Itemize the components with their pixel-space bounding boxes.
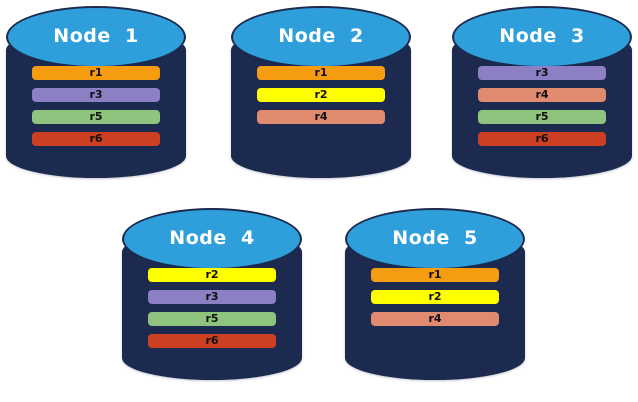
database-node-2[interactable]: Node 2 r1 r2 r4 bbox=[231, 6, 411, 184]
replica-bar[interactable]: r5 bbox=[32, 110, 160, 124]
replica-bar[interactable]: r5 bbox=[478, 110, 606, 124]
replica-bar[interactable]: r1 bbox=[257, 66, 385, 80]
node-title: Node 3 bbox=[499, 25, 585, 47]
cylinder-top bbox=[345, 208, 525, 270]
database-node-3[interactable]: Node 3 r3 r4 r5 r6 bbox=[452, 6, 632, 184]
replica-bar[interactable]: r4 bbox=[371, 312, 499, 326]
replica-bar[interactable]: r1 bbox=[371, 268, 499, 282]
replica-bar[interactable]: r4 bbox=[257, 110, 385, 124]
replica-bar[interactable]: r6 bbox=[148, 334, 276, 348]
replica-bar[interactable]: r3 bbox=[478, 66, 606, 80]
cylinder-top bbox=[231, 6, 411, 68]
replica-list: r1 r2 r4 bbox=[345, 268, 525, 334]
replica-bar[interactable]: r3 bbox=[148, 290, 276, 304]
replica-bar[interactable]: r2 bbox=[257, 88, 385, 102]
replica-bar[interactable]: r3 bbox=[32, 88, 160, 102]
replica-list: r3 r4 r5 r6 bbox=[452, 66, 632, 154]
database-node-4[interactable]: Node 4 r2 r3 r5 r6 bbox=[122, 208, 302, 386]
replica-bar[interactable]: r5 bbox=[148, 312, 276, 326]
node-title: Node 5 bbox=[392, 227, 478, 249]
node-title: Node 2 bbox=[278, 25, 364, 47]
replica-list: r1 r2 r4 bbox=[231, 66, 411, 132]
cylinder-top bbox=[6, 6, 186, 68]
replica-bar[interactable]: r6 bbox=[478, 132, 606, 146]
replica-bar[interactable]: r1 bbox=[32, 66, 160, 80]
replica-bar[interactable]: r2 bbox=[148, 268, 276, 282]
node-title: Node 4 bbox=[169, 227, 255, 249]
replica-bar[interactable]: r4 bbox=[478, 88, 606, 102]
replica-list: r1 r3 r5 r6 bbox=[6, 66, 186, 154]
replica-list: r2 r3 r5 r6 bbox=[122, 268, 302, 356]
replica-bar[interactable]: r6 bbox=[32, 132, 160, 146]
node-title: Node 1 bbox=[53, 25, 139, 47]
database-node-1[interactable]: Node 1 r1 r3 r5 r6 bbox=[6, 6, 186, 184]
database-node-5[interactable]: Node 5 r1 r2 r4 bbox=[345, 208, 525, 386]
replica-bar[interactable]: r2 bbox=[371, 290, 499, 304]
